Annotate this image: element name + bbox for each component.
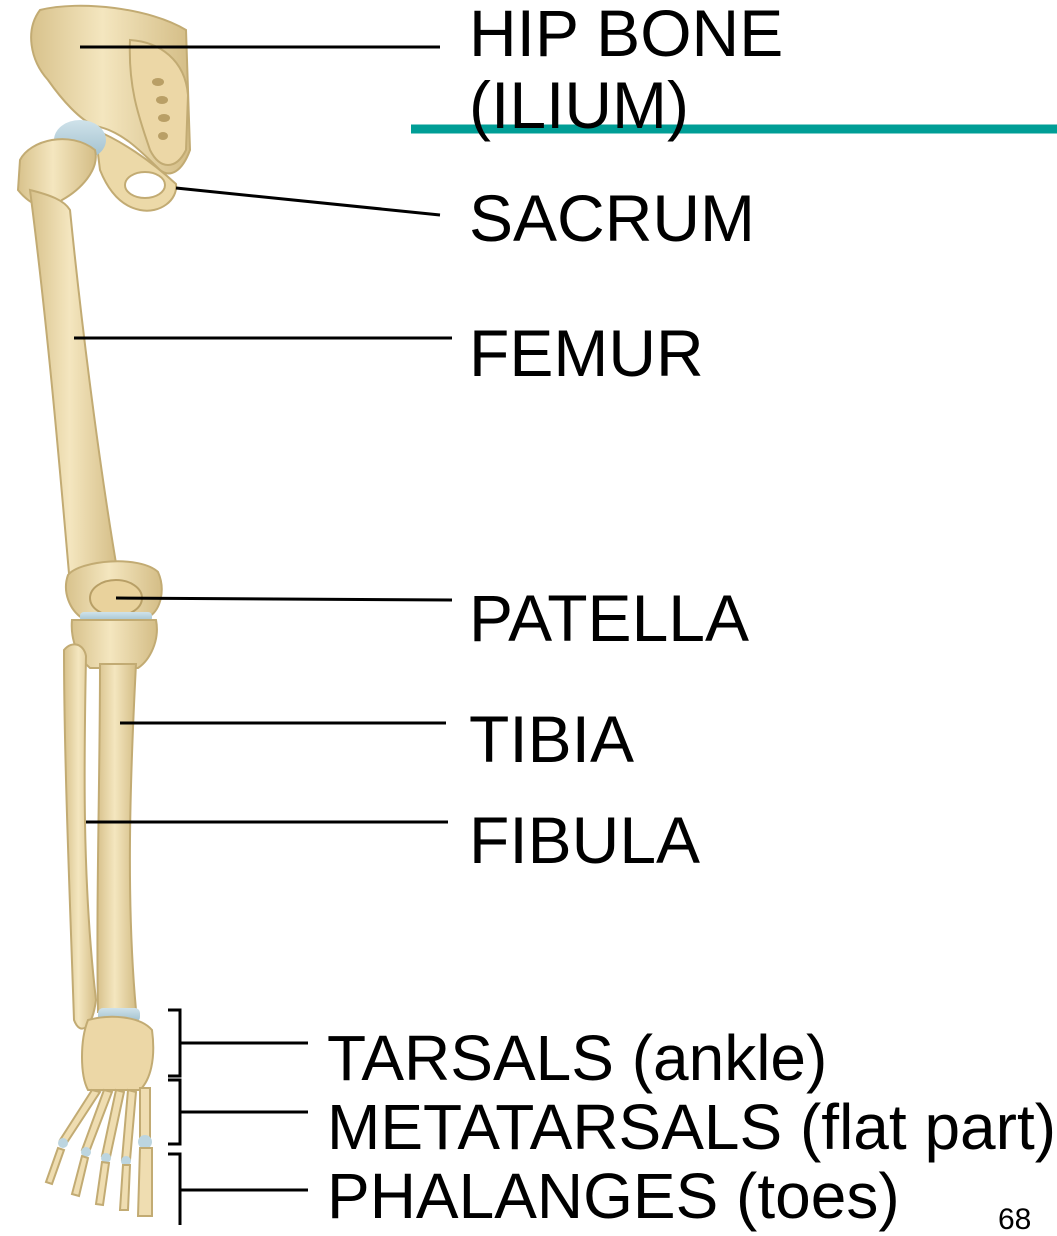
tibia-label: TIBIA xyxy=(469,706,634,772)
femur-shaft xyxy=(30,190,118,585)
hip-bone-label-line1: HIP BONE xyxy=(469,0,783,66)
tibia-shaft xyxy=(97,664,136,1012)
phalanges-label: PHALANGES (toes) xyxy=(327,1164,900,1228)
metatarsals-bracket xyxy=(168,1080,180,1144)
phalanges-bracket xyxy=(168,1154,180,1225)
sacrum-leader-line xyxy=(176,188,440,215)
femur-head-neck xyxy=(18,139,96,207)
fibula-shape xyxy=(64,644,96,1028)
patella-label: PATELLA xyxy=(469,585,749,651)
phalanges-shape xyxy=(46,1148,152,1216)
page-number: 68 xyxy=(998,1205,1031,1235)
metatarsals-label: METATARSALS (flat part) xyxy=(327,1095,1056,1159)
femur-label: FEMUR xyxy=(469,320,704,386)
fibula-label: FIBULA xyxy=(469,807,700,873)
tarsals-shape xyxy=(82,1017,153,1090)
tarsals-label: TARSALS (ankle) xyxy=(327,1026,827,1090)
patella-leader-line xyxy=(116,598,452,600)
obturator-foramen xyxy=(125,172,165,198)
metatarsals-shape xyxy=(60,1088,150,1160)
hip-bone-label-line2: (ILIUM) xyxy=(469,72,689,138)
sacrum-label: SACRUM xyxy=(469,185,755,251)
tarsals-bracket xyxy=(168,1010,180,1076)
